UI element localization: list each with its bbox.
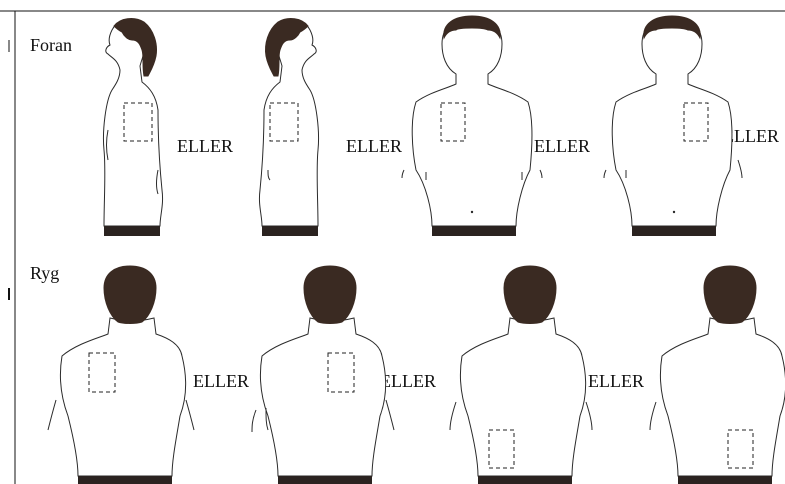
belt — [678, 476, 772, 484]
figure-back-3 — [450, 266, 592, 484]
figure-back-2 — [252, 266, 394, 484]
figure-back-1 — [48, 266, 194, 484]
figure-front-side-right — [259, 19, 318, 236]
belt — [432, 226, 516, 236]
figure-front-facing-1 — [402, 16, 542, 236]
figure-front-side-left — [103, 19, 162, 236]
belt — [262, 226, 318, 236]
belt — [278, 476, 372, 484]
belt — [78, 476, 172, 484]
figure-front-facing-2 — [604, 16, 742, 236]
belt — [104, 226, 160, 236]
belt — [632, 226, 716, 236]
figure-back-4 — [650, 266, 785, 484]
belt — [478, 476, 572, 484]
